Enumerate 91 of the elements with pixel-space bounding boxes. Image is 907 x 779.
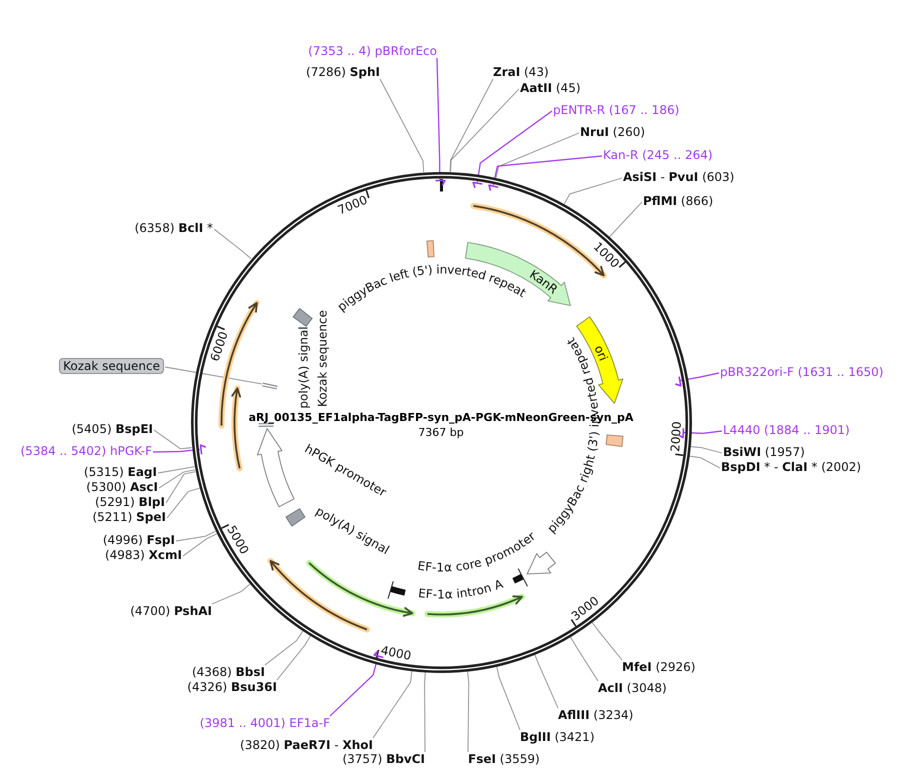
- leader-line: [154, 430, 192, 450]
- repeat-box: [605, 434, 623, 447]
- leader-line: [564, 178, 622, 204]
- orf-track: [267, 557, 370, 632]
- scale-number: 2000: [668, 420, 684, 452]
- cut-site-label: BsiWI (1957): [723, 445, 805, 459]
- leader-line: [492, 155, 602, 186]
- cut-site-label: (4326) Bsu36I: [187, 680, 277, 694]
- leader-line: [330, 656, 379, 716]
- leader-line: [496, 666, 520, 730]
- leader-line: [424, 672, 426, 752]
- leader-line: [690, 446, 722, 454]
- leader-line: [182, 533, 218, 556]
- sequence-mark: [262, 382, 278, 389]
- leader-line: [166, 488, 200, 518]
- primer-label: (5384 .. 5402) hPGK-F: [20, 444, 152, 458]
- signal-box: [285, 508, 305, 526]
- primer-label: pBR322ori-F (1631 .. 1650): [720, 365, 884, 379]
- primer-mark: [488, 184, 498, 190]
- leader-line: [609, 202, 642, 238]
- leader-line: [380, 78, 424, 173]
- feature-callout: Kozak sequence: [59, 358, 164, 374]
- primer-mark: [372, 650, 383, 658]
- feature-label: poly(A) signal: [296, 326, 310, 408]
- leader-line: [684, 430, 722, 434]
- cut-site-label: (3757) BbvCI: [342, 752, 425, 766]
- leader-line: [436, 58, 440, 180]
- cut-site-label: (4368) BbsI: [192, 665, 265, 679]
- leader-line: [534, 654, 558, 708]
- cut-site-label: (6358) BclI*: [134, 221, 213, 235]
- cut-site-label: NruI (260): [580, 125, 646, 139]
- leader-line: [158, 469, 196, 488]
- cut-site-label: FseI (3559): [468, 752, 540, 766]
- cut-site-label: AclI (3048): [598, 681, 667, 695]
- cut-site-label: (7286) SphI: [306, 65, 380, 79]
- leader-line: [496, 132, 580, 178]
- primer-mark: [435, 179, 446, 186]
- cut-site-label: (5405) BspEI: [72, 422, 153, 436]
- scale-number: 6000: [207, 329, 230, 363]
- cut-site-label: (4700) PshAI: [130, 604, 212, 618]
- primer-label: L4440 (1884 .. 1901): [723, 423, 850, 437]
- leader-line: [264, 630, 304, 666]
- cut-site-label: ZraI (43): [493, 65, 549, 79]
- promoter-feature: [256, 428, 294, 507]
- leader-line: [214, 228, 252, 260]
- leader-line: [372, 670, 412, 738]
- cut-site-label: (4996) FspI: [102, 533, 175, 547]
- leader-line: [176, 530, 216, 542]
- primer-label: (3981 .. 4001) EF1a-F: [200, 716, 330, 730]
- cut-site-label: (5315) EagI: [84, 465, 157, 479]
- orf-track: [230, 384, 242, 471]
- leader-line: [591, 622, 622, 660]
- signal-box: [292, 308, 312, 326]
- scale-number: 7000: [335, 192, 369, 217]
- cut-site-label: (5291) BlpI: [94, 495, 165, 509]
- primer-mark: [674, 376, 681, 386]
- cut-site-label: MfeI (2926): [622, 660, 696, 674]
- primer-label: pENTR-R (167 .. 186): [553, 103, 680, 117]
- primer-mark: [472, 181, 482, 188]
- leader-line: [158, 466, 195, 474]
- scale-number: 4000: [379, 642, 412, 662]
- leader-line: [570, 636, 598, 682]
- cut-site-label: BglII (3421): [520, 730, 594, 744]
- sequence-mark: [258, 422, 274, 426]
- leader-line: [166, 471, 196, 504]
- leader-line: [164, 366, 262, 384]
- leader-line: [212, 584, 250, 604]
- cut-site-label: PflMI (866): [643, 194, 714, 208]
- cut-site-label: (4983) XcmI: [104, 548, 182, 562]
- primer-mark: [199, 444, 206, 454]
- cut-site-label: BspDI* - ClaI* (2002): [721, 460, 862, 474]
- leader-line: [450, 78, 494, 172]
- leader-line: [467, 670, 470, 752]
- leader-line: [680, 372, 720, 382]
- leader-line: [476, 110, 552, 182]
- leader-line: [152, 448, 200, 453]
- leader-line: [276, 635, 311, 680]
- primer-label: (7353 .. 4) pBRforEco: [308, 44, 437, 58]
- cut-site-label: AsiSI - PvuI (603): [623, 170, 734, 184]
- cut-site-label: AatII (45): [520, 81, 581, 95]
- cut-site-label: (3820) PaeR7I - XhoI: [240, 738, 373, 752]
- repeat-box: [426, 240, 434, 257]
- leader-line: [450, 88, 520, 172]
- cut-site-label: (5211) SpeI: [92, 510, 166, 524]
- cut-site-label: (5300) AscI: [86, 480, 158, 494]
- cut-site-label: AflIII (3234): [558, 708, 634, 722]
- primer-label: Kan-R (245 .. 264): [603, 148, 713, 162]
- plasmid-length: 7367 bp: [418, 426, 464, 438]
- orf-track: [306, 559, 415, 616]
- feature-label: Kozak sequence: [315, 310, 329, 406]
- leader-line: [688, 456, 720, 468]
